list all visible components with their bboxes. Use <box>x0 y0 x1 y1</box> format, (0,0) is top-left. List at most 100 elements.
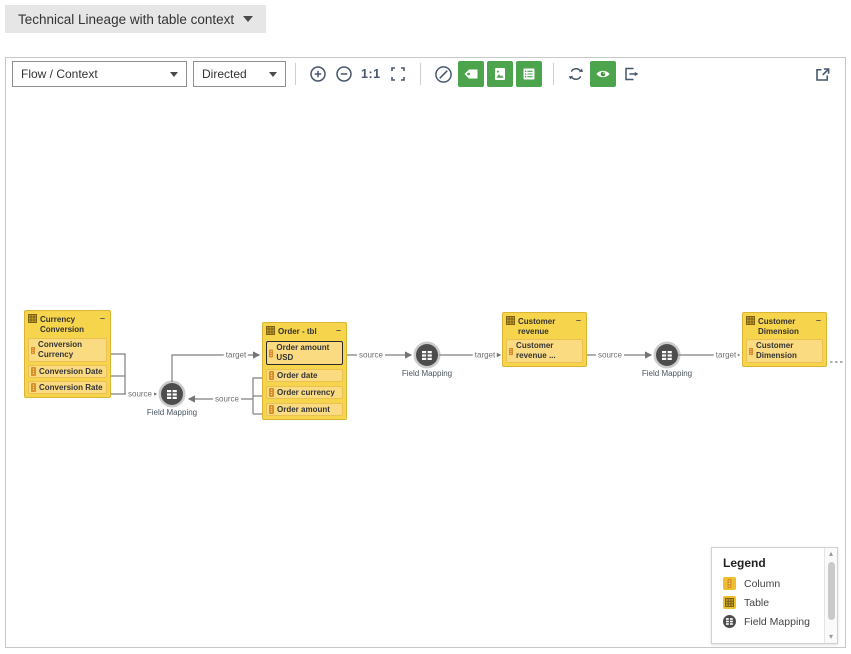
show-preview-toggle-button[interactable] <box>487 61 514 87</box>
legend-label: Table <box>744 596 770 609</box>
list-icon <box>523 68 535 80</box>
refresh-icon <box>568 67 583 81</box>
column-node[interactable]: Order currency <box>266 386 343 399</box>
column-node[interactable]: Conversion Currency <box>28 338 107 362</box>
legend-panel: Legend Column Table <box>711 547 838 644</box>
legend-scrollbar[interactable]: ▴ ▾ <box>824 548 837 643</box>
chevron-down-icon <box>243 16 254 22</box>
zoom-in-button[interactable] <box>307 61 329 87</box>
zoom-out-button[interactable] <box>333 61 355 87</box>
table-node-order-tbl[interactable]: Order - tbl – Order amount USD Order dat… <box>262 322 347 420</box>
table-icon <box>28 314 37 323</box>
field-mapping-label: Field Mapping <box>146 408 198 417</box>
edit-mode-button[interactable] <box>432 61 455 87</box>
toolbar-divider <box>419 63 421 85</box>
table-header: Currency Conversion – <box>28 314 107 335</box>
field-mapping-icon <box>662 350 672 360</box>
external-link-icon <box>816 67 830 81</box>
lineage-diagram: Currency Conversion – Conversion Currenc… <box>6 90 845 647</box>
zoom-out-icon <box>336 66 352 82</box>
field-mapping-icon <box>723 615 736 628</box>
column-icon <box>269 349 274 357</box>
export-button[interactable] <box>620 61 642 87</box>
visibility-toggle-button[interactable] <box>590 61 617 87</box>
legend-item-field-mapping: Field Mapping <box>723 615 824 628</box>
table-node-customer-dimension[interactable]: Customer Dimension – Customer Dimension <box>742 312 827 367</box>
table-icon <box>723 596 736 609</box>
table-name: Order - tbl <box>278 327 317 336</box>
table-icon <box>746 316 755 325</box>
legend-label: Field Mapping <box>744 615 810 628</box>
table-node-currency-conversion[interactable]: Currency Conversion – Conversion Currenc… <box>24 310 111 398</box>
flow-context-select[interactable]: Flow / Context <box>12 61 187 87</box>
column-name: Order amount <box>277 404 330 414</box>
column-icon <box>31 346 36 354</box>
field-mapping-icon <box>422 350 432 360</box>
column-name: Conversion Currency <box>38 340 83 359</box>
column-icon <box>749 347 753 355</box>
field-mapping-node[interactable] <box>656 344 678 366</box>
column-icon <box>723 577 736 590</box>
collapse-button[interactable]: – <box>335 325 341 335</box>
collapse-button[interactable]: – <box>99 313 105 323</box>
legend-title: Legend <box>723 556 766 570</box>
column-node[interactable]: Order date <box>266 369 343 382</box>
export-icon <box>624 67 638 81</box>
field-mapping-label: Field Mapping <box>401 369 453 378</box>
toolbar-divider <box>295 63 296 85</box>
column-name: Customer Dimension <box>755 341 797 360</box>
column-icon <box>509 347 514 355</box>
column-name: Customer revenue ... <box>516 341 556 360</box>
refresh-button[interactable] <box>565 61 587 87</box>
edge-label-source: source <box>595 350 625 360</box>
collapse-button[interactable]: – <box>575 315 581 325</box>
field-mapping-icon <box>167 389 177 399</box>
collapse-button[interactable]: – <box>815 315 821 325</box>
field-mapping-node[interactable] <box>416 344 438 366</box>
table-icon <box>266 326 275 335</box>
edge-label-target: target <box>472 350 498 360</box>
view-selector-dropdown[interactable]: Technical Lineage with table context <box>5 5 267 33</box>
chevron-down-icon <box>170 71 178 77</box>
column-node[interactable]: Customer Dimension <box>746 339 823 363</box>
lineage-canvas: Flow / Context Directed 1:1 <box>5 57 846 648</box>
column-icon <box>31 367 36 376</box>
table-node-customer-revenue[interactable]: Customer revenue – Customer revenue ... <box>502 312 587 367</box>
table-header: Customer revenue – <box>506 316 583 337</box>
edge-label-source: source <box>125 389 155 399</box>
zoom-in-icon <box>310 66 326 82</box>
image-icon <box>495 68 506 80</box>
scroll-down-icon[interactable]: ▾ <box>828 632 833 641</box>
legend-item-table: Table <box>723 596 824 609</box>
column-node[interactable]: Order amount <box>266 403 343 416</box>
column-name: Order currency <box>277 387 335 397</box>
scrollbar-thumb[interactable] <box>827 562 835 620</box>
view-selector-label: Technical Lineage with table context <box>18 11 235 27</box>
column-node[interactable]: Conversion Rate <box>28 381 107 394</box>
pen-circle-icon <box>434 65 452 83</box>
column-name: Order amount USD <box>276 343 330 362</box>
zoom-actual-size-button[interactable]: 1:1 <box>359 61 383 87</box>
field-mapping-node[interactable] <box>161 383 183 405</box>
column-name: Order date <box>277 370 318 380</box>
table-name: Customer Dimension <box>758 317 799 336</box>
table-icon <box>506 316 515 325</box>
column-node[interactable]: Customer revenue ... <box>506 339 583 363</box>
direction-select[interactable]: Directed <box>193 61 286 87</box>
lineage-toolbar: Flow / Context Directed 1:1 <box>6 58 845 90</box>
open-in-new-window-button[interactable] <box>811 61 834 87</box>
direction-value: Directed <box>202 67 247 81</box>
table-header: Order - tbl – <box>266 326 343 337</box>
fit-to-screen-icon <box>390 67 405 81</box>
fit-to-screen-button[interactable] <box>387 61 409 87</box>
column-node[interactable]: Conversion Date <box>28 365 107 378</box>
legend-item-column: Column <box>723 577 824 590</box>
edge-label-target: target <box>713 350 739 360</box>
show-attributes-toggle-button[interactable] <box>516 61 543 87</box>
scroll-up-icon[interactable]: ▴ <box>828 549 833 558</box>
chevron-down-icon <box>269 71 277 77</box>
table-header: Customer Dimension – <box>746 316 823 337</box>
column-icon <box>269 388 274 397</box>
column-node-selected[interactable]: Order amount USD <box>266 341 343 365</box>
show-labels-toggle-button[interactable] <box>458 61 485 87</box>
